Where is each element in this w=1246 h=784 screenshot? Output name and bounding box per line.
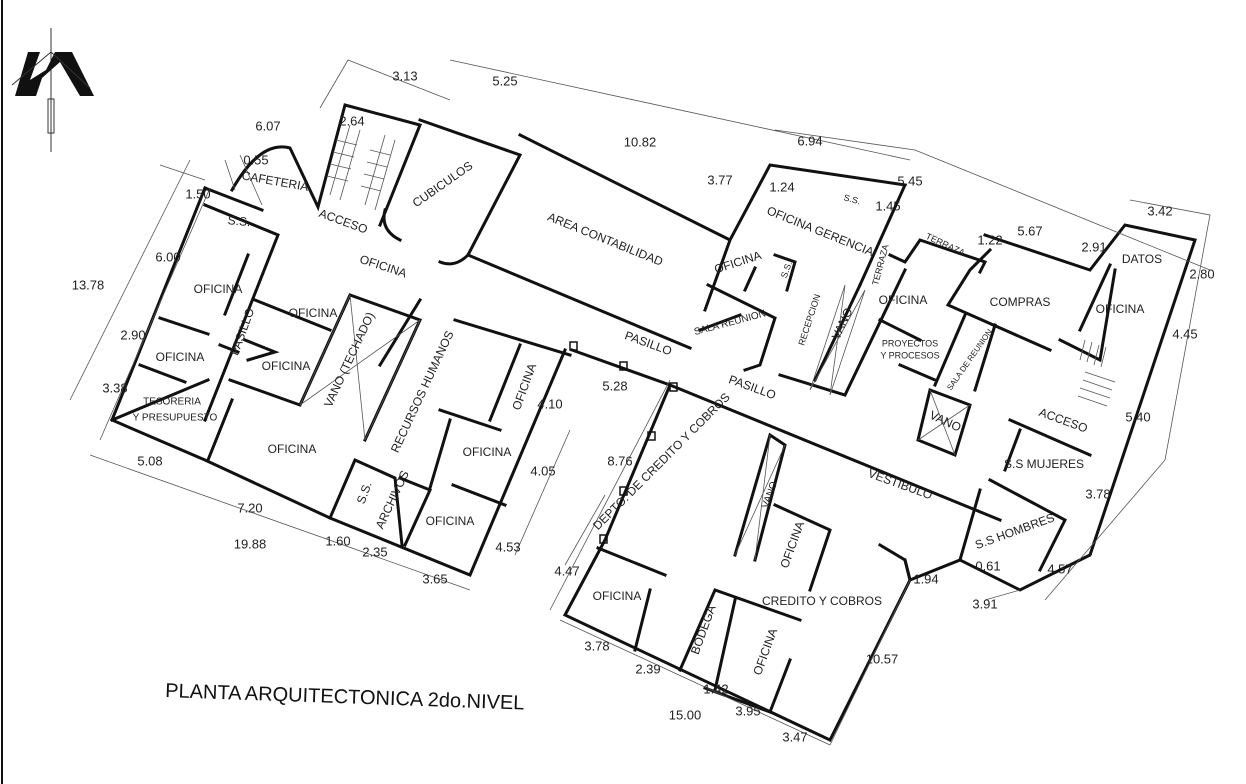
dimension-label: 3.38 (102, 380, 127, 395)
dimension-label: 3.13 (392, 68, 417, 83)
room-label: CREDITO Y COBROS (762, 594, 882, 608)
dimension-label: 2.91 (1081, 239, 1106, 254)
room-label: OFICINA (509, 361, 539, 412)
dimension-label: 4.57 (1047, 561, 1072, 576)
room-label: OFICINA (463, 445, 512, 459)
dimension-label: 2.90 (120, 327, 145, 342)
dimension-label: 19.88 (234, 536, 267, 551)
dimension-label: 1.45 (875, 198, 900, 213)
dimension-label: 8.76 (607, 453, 632, 468)
room-label: OFICINA (426, 514, 475, 528)
dimension-label: 4.10 (537, 396, 562, 411)
dimension-label: 7.20 (237, 500, 262, 515)
dimension-label: 2.80 (1189, 266, 1214, 281)
dimension-label: 4.53 (495, 539, 520, 554)
dimension-label: 10.82 (624, 134, 657, 149)
room-label: VANO (TECHADO) (321, 310, 377, 409)
drawing-title: PLANTA ARQUITECTONICA 2do.NIVEL (165, 680, 525, 715)
dimension-label: 5.25 (492, 73, 517, 88)
room-label: BODEGA (688, 603, 719, 656)
dimension-label: 6.94 (797, 133, 822, 148)
dimension-label: 3.95 (735, 703, 760, 718)
dimension-label: 2.35 (362, 544, 387, 559)
dimension-label: 3.77 (707, 172, 732, 187)
dimension-label: 3.47 (782, 729, 807, 744)
room-label: OFICINA (1096, 302, 1145, 316)
room-label: OFICINA (289, 306, 338, 320)
room-label: PASILLO (623, 328, 674, 358)
room-label: OFICINA (712, 248, 763, 276)
room-label: DATOS (1122, 252, 1162, 266)
room-label: OFICINA (879, 293, 928, 307)
room-label: SALA REUNION (693, 308, 767, 338)
room-label: S.S. (227, 213, 251, 229)
room-label: RECEPCION (796, 293, 822, 347)
room-label: ACCESO (1037, 405, 1089, 435)
walls (110, 103, 1197, 742)
room-label: OFICINA (358, 252, 409, 280)
dimension-label: 3.91 (972, 596, 997, 611)
room-label: CUBICULOS (410, 159, 475, 211)
room-label: TESORERIA (143, 397, 201, 408)
dimension-label: 1.42 (703, 681, 728, 696)
dimension-label: 0.55 (243, 152, 268, 167)
stairs-and-voids (299, 124, 1116, 561)
room-label: OFICINA (593, 589, 642, 603)
dimension-label: 5.45 (897, 173, 922, 188)
room-label: S.S. (354, 480, 375, 506)
room-label: COMPRAS (990, 295, 1051, 309)
room-label: OFICINA (268, 442, 317, 456)
dimension-label: 1.22 (977, 232, 1002, 247)
dimension-label: 0.61 (975, 558, 1000, 573)
room-label: VANO (829, 306, 856, 342)
room-label: S.S. (843, 192, 862, 206)
dimension-label: 4.05 (530, 463, 555, 478)
room-label: Y PRESUPUESTO (133, 413, 218, 424)
north-arrow-icon (11, 28, 94, 152)
room-label: PASILLO (227, 306, 257, 357)
dimension-label: 4.45 (1172, 326, 1197, 341)
room-label: PASILLO (727, 372, 778, 402)
dimension-label: 15.00 (669, 707, 702, 722)
room-label: OFICINA (262, 359, 311, 373)
room-label: OFICINA GERENCIA (765, 203, 876, 259)
dimension-label: 4.47 (554, 563, 579, 578)
dimension-label: 5.67 (1017, 223, 1042, 238)
dimension-label: 1.24 (769, 179, 794, 194)
room-label: AREA CONTABILIDAD (546, 210, 666, 269)
dimension-lines (69, 59, 1211, 746)
dimension-labels: 3.13 5.25 10.82 6.94 5.45 5.67 3.42 2.80… (72, 68, 1215, 744)
dimension-label: 13.78 (72, 277, 105, 292)
dimension-label: 3.78 (1085, 486, 1110, 501)
room-label: OFICINA (156, 350, 205, 364)
dimension-label: 10.57 (866, 651, 899, 666)
room-label: PROYECTOS (882, 338, 938, 348)
dimension-label: 5.40 (1125, 409, 1150, 424)
dimension-label: 3.65 (422, 571, 447, 586)
dimension-label: 5.08 (137, 453, 162, 468)
dimension-label: 6.07 (255, 118, 280, 133)
room-label: S.S MUJERES (1004, 457, 1084, 471)
dimension-label: 6.00 (155, 249, 180, 264)
room-label: OFICINA (194, 282, 243, 296)
dimension-label: 3.42 (1147, 203, 1172, 218)
room-label: ACCESO (317, 206, 369, 236)
room-label: OFICINA (750, 626, 780, 677)
dimension-label: 1.94 (913, 571, 938, 586)
room-label: CAFETERIA (241, 168, 310, 193)
dimension-label: 2.39 (635, 661, 660, 676)
room-label: OFICINA (777, 519, 807, 570)
dimension-label: 1.60 (325, 533, 350, 548)
room-label: S.S HOMBRES (973, 510, 1056, 552)
dimension-label: 3.78 (584, 638, 609, 653)
room-label: VESTIBULO (866, 466, 934, 502)
room-label: SALA DE REUNION (945, 327, 994, 392)
dimension-label: 1.50 (185, 186, 210, 201)
dimension-label: 2.64 (339, 113, 364, 128)
dimension-label: 5.28 (602, 378, 627, 393)
room-label: Y PROCESOS (880, 350, 939, 360)
